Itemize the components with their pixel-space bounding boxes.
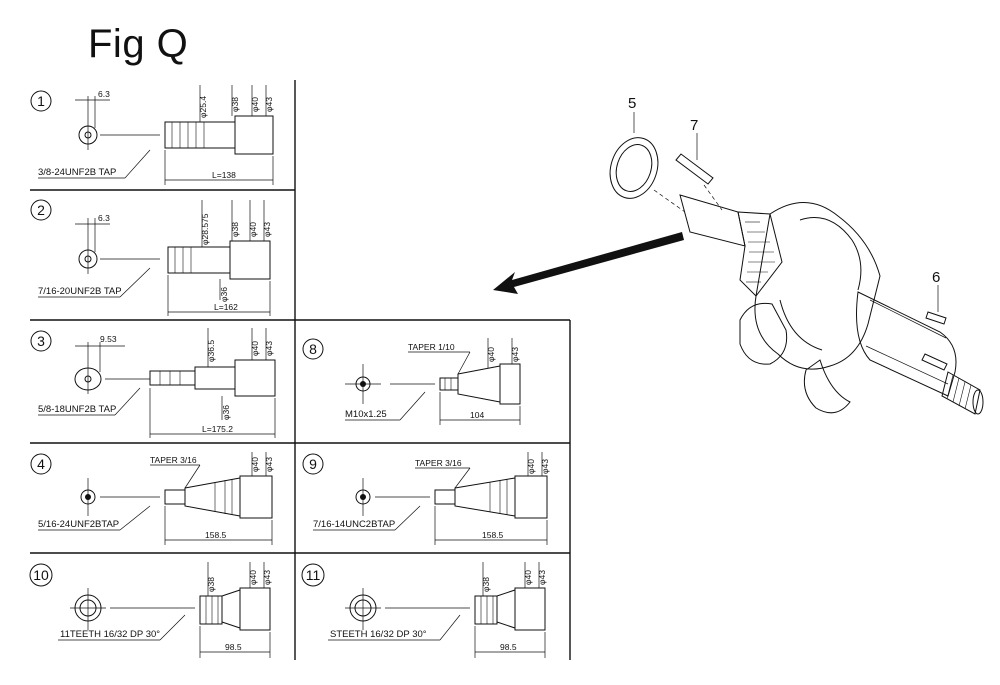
svg-text:φ43: φ43 xyxy=(262,222,272,237)
figure-title: Fig Q xyxy=(88,22,189,66)
panel-number-circle xyxy=(30,330,52,352)
svg-text:φ40: φ40 xyxy=(523,570,533,585)
panel-number: 8 xyxy=(309,341,317,357)
svg-text:φ40: φ40 xyxy=(250,341,260,356)
callout-7: 7 xyxy=(690,117,698,134)
svg-text:φ40: φ40 xyxy=(526,459,536,474)
svg-text:φ25.4: φ25.4 xyxy=(198,96,208,118)
svg-text:φ38: φ38 xyxy=(206,577,216,592)
length-dimension: L=175.2 xyxy=(202,424,233,434)
svg-text:φ36: φ36 xyxy=(219,287,229,302)
svg-text:φ40: φ40 xyxy=(250,97,260,112)
panel-4: 4 TAPER 3/16 φ40 φ43 158.5 5/16-24UNF2BT… xyxy=(30,452,274,545)
svg-text:φ36: φ36 xyxy=(221,405,231,420)
panel-number-circle xyxy=(30,453,52,475)
tap-label: 3/8-24UNF2B TAP xyxy=(38,167,116,178)
svg-text:φ43: φ43 xyxy=(537,570,547,585)
tap-label: STEETH 16/32 DP 30° xyxy=(330,629,427,640)
length-dimension: 98.5 xyxy=(225,642,242,652)
svg-text:φ40: φ40 xyxy=(248,570,258,585)
top-dimension: 9.53 xyxy=(100,334,117,344)
panel-number-circle xyxy=(302,453,324,475)
svg-text:φ28.575: φ28.575 xyxy=(200,213,210,245)
top-dimension: 6.3 xyxy=(98,89,110,99)
svg-text:φ40: φ40 xyxy=(250,457,260,472)
taper-label: TAPER 1/10 xyxy=(408,342,455,352)
panel-number: 11 xyxy=(306,567,321,583)
length-dimension: L=162 xyxy=(214,302,238,312)
panel-number-circle xyxy=(302,338,324,360)
length-dimension: L=138 xyxy=(212,170,236,180)
svg-text:φ43: φ43 xyxy=(262,570,272,585)
panel-11: 11 φ38 φ40 φ43 98.5 STEETH 16/32 DP 30° xyxy=(301,562,547,658)
crankshaft-illustration: 5 7 xyxy=(609,95,984,415)
length-dimension: 98.5 xyxy=(500,642,517,652)
panel-number: 1 xyxy=(37,93,45,109)
top-dimension: 6.3 xyxy=(98,213,110,223)
panel-1: 1 6.3 φ25.4 φ38 φ40 φ43 L=138 3/8-24UNF2… xyxy=(30,85,274,185)
panel-number-circle xyxy=(30,90,52,112)
panel-10: 10 φ38 φ40 φ43 98.5 11TEETH 16/32 DP 30° xyxy=(29,562,272,658)
svg-text:φ43: φ43 xyxy=(264,97,274,112)
svg-text:φ43: φ43 xyxy=(264,457,274,472)
tap-label: 5/8-18UNF2B TAP xyxy=(38,404,116,415)
length-dimension: 104 xyxy=(470,410,484,420)
panel-2: 2 6.3 φ28.575 φ38 φ40 φ43 φ36 L=162 7/16… xyxy=(30,199,272,316)
svg-text:φ40: φ40 xyxy=(486,347,496,362)
svg-text:φ38: φ38 xyxy=(230,97,240,112)
svg-text:φ38: φ38 xyxy=(481,577,491,592)
taper-label: TAPER 3/16 xyxy=(150,455,197,465)
callout-6: 6 xyxy=(932,269,940,286)
tap-label: 11TEETH 16/32 DP 30° xyxy=(60,629,160,640)
panel-number: 10 xyxy=(33,567,49,583)
svg-text:φ36.5: φ36.5 xyxy=(206,340,216,362)
pointer-arrow xyxy=(493,232,684,294)
panel-number-circle xyxy=(30,199,52,221)
length-dimension: 158.5 xyxy=(482,530,504,540)
callout-5: 5 xyxy=(628,95,636,112)
ring-part xyxy=(609,112,659,199)
panel-number: 3 xyxy=(37,333,45,349)
panel-number: 2 xyxy=(37,202,45,218)
tap-label: 7/16-14UNC2BTAP xyxy=(313,519,395,530)
panel-number-circle xyxy=(301,563,325,587)
length-dimension: 158.5 xyxy=(205,530,227,540)
panel-number: 9 xyxy=(309,456,317,472)
panel-9: 9 TAPER 3/16 φ40 φ43 158.5 7/16-14UNC2BT… xyxy=(302,452,550,545)
panel-grid xyxy=(30,80,571,660)
taper-label: TAPER 3/16 xyxy=(415,458,462,468)
panel-number: 4 xyxy=(37,456,45,472)
panel-8: 8 TAPER 1/10 φ40 φ43 104 M10x1.25 xyxy=(302,338,521,425)
tap-label: 5/16-24UNF2BTAP xyxy=(38,519,119,530)
svg-text:φ43: φ43 xyxy=(510,347,520,362)
panel-number-circle xyxy=(29,563,53,587)
svg-text:φ43: φ43 xyxy=(540,459,550,474)
panel-3: 3 9.53 φ36.5 φ40 φ43 φ36 L=175.2 5/8-18U… xyxy=(30,328,276,438)
tap-label: 7/16-20UNF2B TAP xyxy=(38,286,122,297)
svg-text:φ40: φ40 xyxy=(248,222,258,237)
svg-text:φ38: φ38 xyxy=(230,222,240,237)
key-part xyxy=(675,133,714,185)
svg-text:φ43: φ43 xyxy=(264,341,274,356)
tap-label: M10x1.25 xyxy=(345,409,387,420)
